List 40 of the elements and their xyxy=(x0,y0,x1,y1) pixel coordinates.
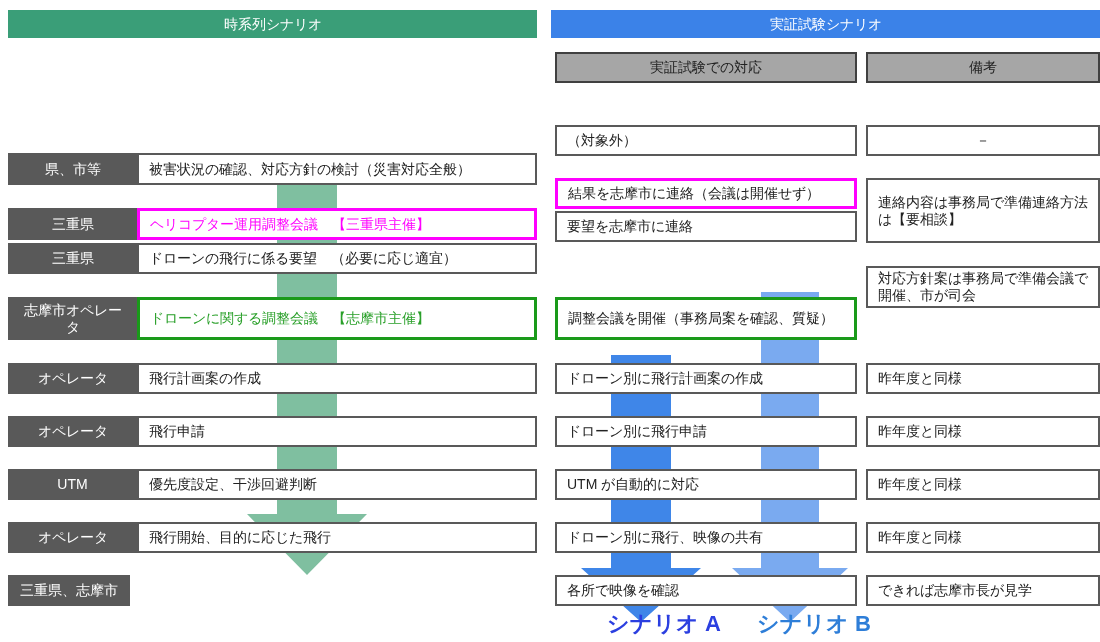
step-box: 被害状況の確認、対応方針の検討（災害対応全般） xyxy=(137,153,537,185)
note-box: 昨年度と同様 xyxy=(866,363,1100,394)
note-box: 昨年度と同様 xyxy=(866,469,1100,500)
header-bar: 時系列シナリオ xyxy=(8,10,537,38)
step-box: （対象外） xyxy=(555,125,857,156)
step-box: UTM が自動的に対応 xyxy=(555,469,857,500)
actor-box: 志摩市オペレータ xyxy=(8,297,137,340)
actor-box: UTM xyxy=(8,469,137,500)
scenario-label: シナリオ A xyxy=(607,610,721,638)
meeting-box: ドローンに関する調整会議 【志摩市主催】 xyxy=(137,297,537,340)
actor-box: 三重県 xyxy=(8,208,137,240)
actor-box: オペレータ xyxy=(8,416,137,447)
step-box: 飛行計画案の作成 xyxy=(137,363,537,394)
note-box: － xyxy=(866,125,1100,156)
note-box: 昨年度と同様 xyxy=(866,416,1100,447)
step-box: 各所で映像を確認 xyxy=(555,575,857,606)
column-header: 実証試験での対応 xyxy=(555,52,857,83)
step-box: ドローンの飛行に係る要望 （必要に応じ適宜） xyxy=(137,243,537,274)
actor-box: 三重県 xyxy=(8,243,137,274)
step-box: ドローン別に飛行計画案の作成 xyxy=(555,363,857,394)
scenario-label: シナリオ B xyxy=(757,610,871,638)
note-box: できれば志摩市長が見学 xyxy=(866,575,1100,606)
step-box: 優先度設定、干渉回避判断 xyxy=(137,469,537,500)
actor-box: 三重県、志摩市 xyxy=(8,575,130,606)
step-box: ドローン別に飛行、映像の共有 xyxy=(555,522,857,553)
actor-box: 県、市等 xyxy=(8,153,137,185)
actor-box: オペレータ xyxy=(8,363,137,394)
step-box: 結果を志摩市に連絡（会議は開催せず） xyxy=(555,178,857,209)
step-box: 飛行開始、目的に応じた飛行 xyxy=(137,522,537,553)
step-box: 要望を志摩市に連絡 xyxy=(555,211,857,242)
actor-box: オペレータ xyxy=(8,522,137,553)
note-box: 連絡内容は事務局で準備連絡方法は【要相談】 xyxy=(866,178,1100,243)
column-header: 備考 xyxy=(866,52,1100,83)
header-bar: 実証試験シナリオ xyxy=(551,10,1100,38)
step-box: 調整会議を開催（事務局案を確認、質疑） xyxy=(555,297,857,340)
note-box: 昨年度と同様 xyxy=(866,522,1100,553)
note-box: 対応方針案は事務局で準備会議で開催、市が司会 xyxy=(866,266,1100,308)
step-box: 飛行申請 xyxy=(137,416,537,447)
meeting-box: ヘリコプター運用調整会議 【三重県主催】 xyxy=(137,208,537,240)
step-box: ドローン別に飛行申請 xyxy=(555,416,857,447)
